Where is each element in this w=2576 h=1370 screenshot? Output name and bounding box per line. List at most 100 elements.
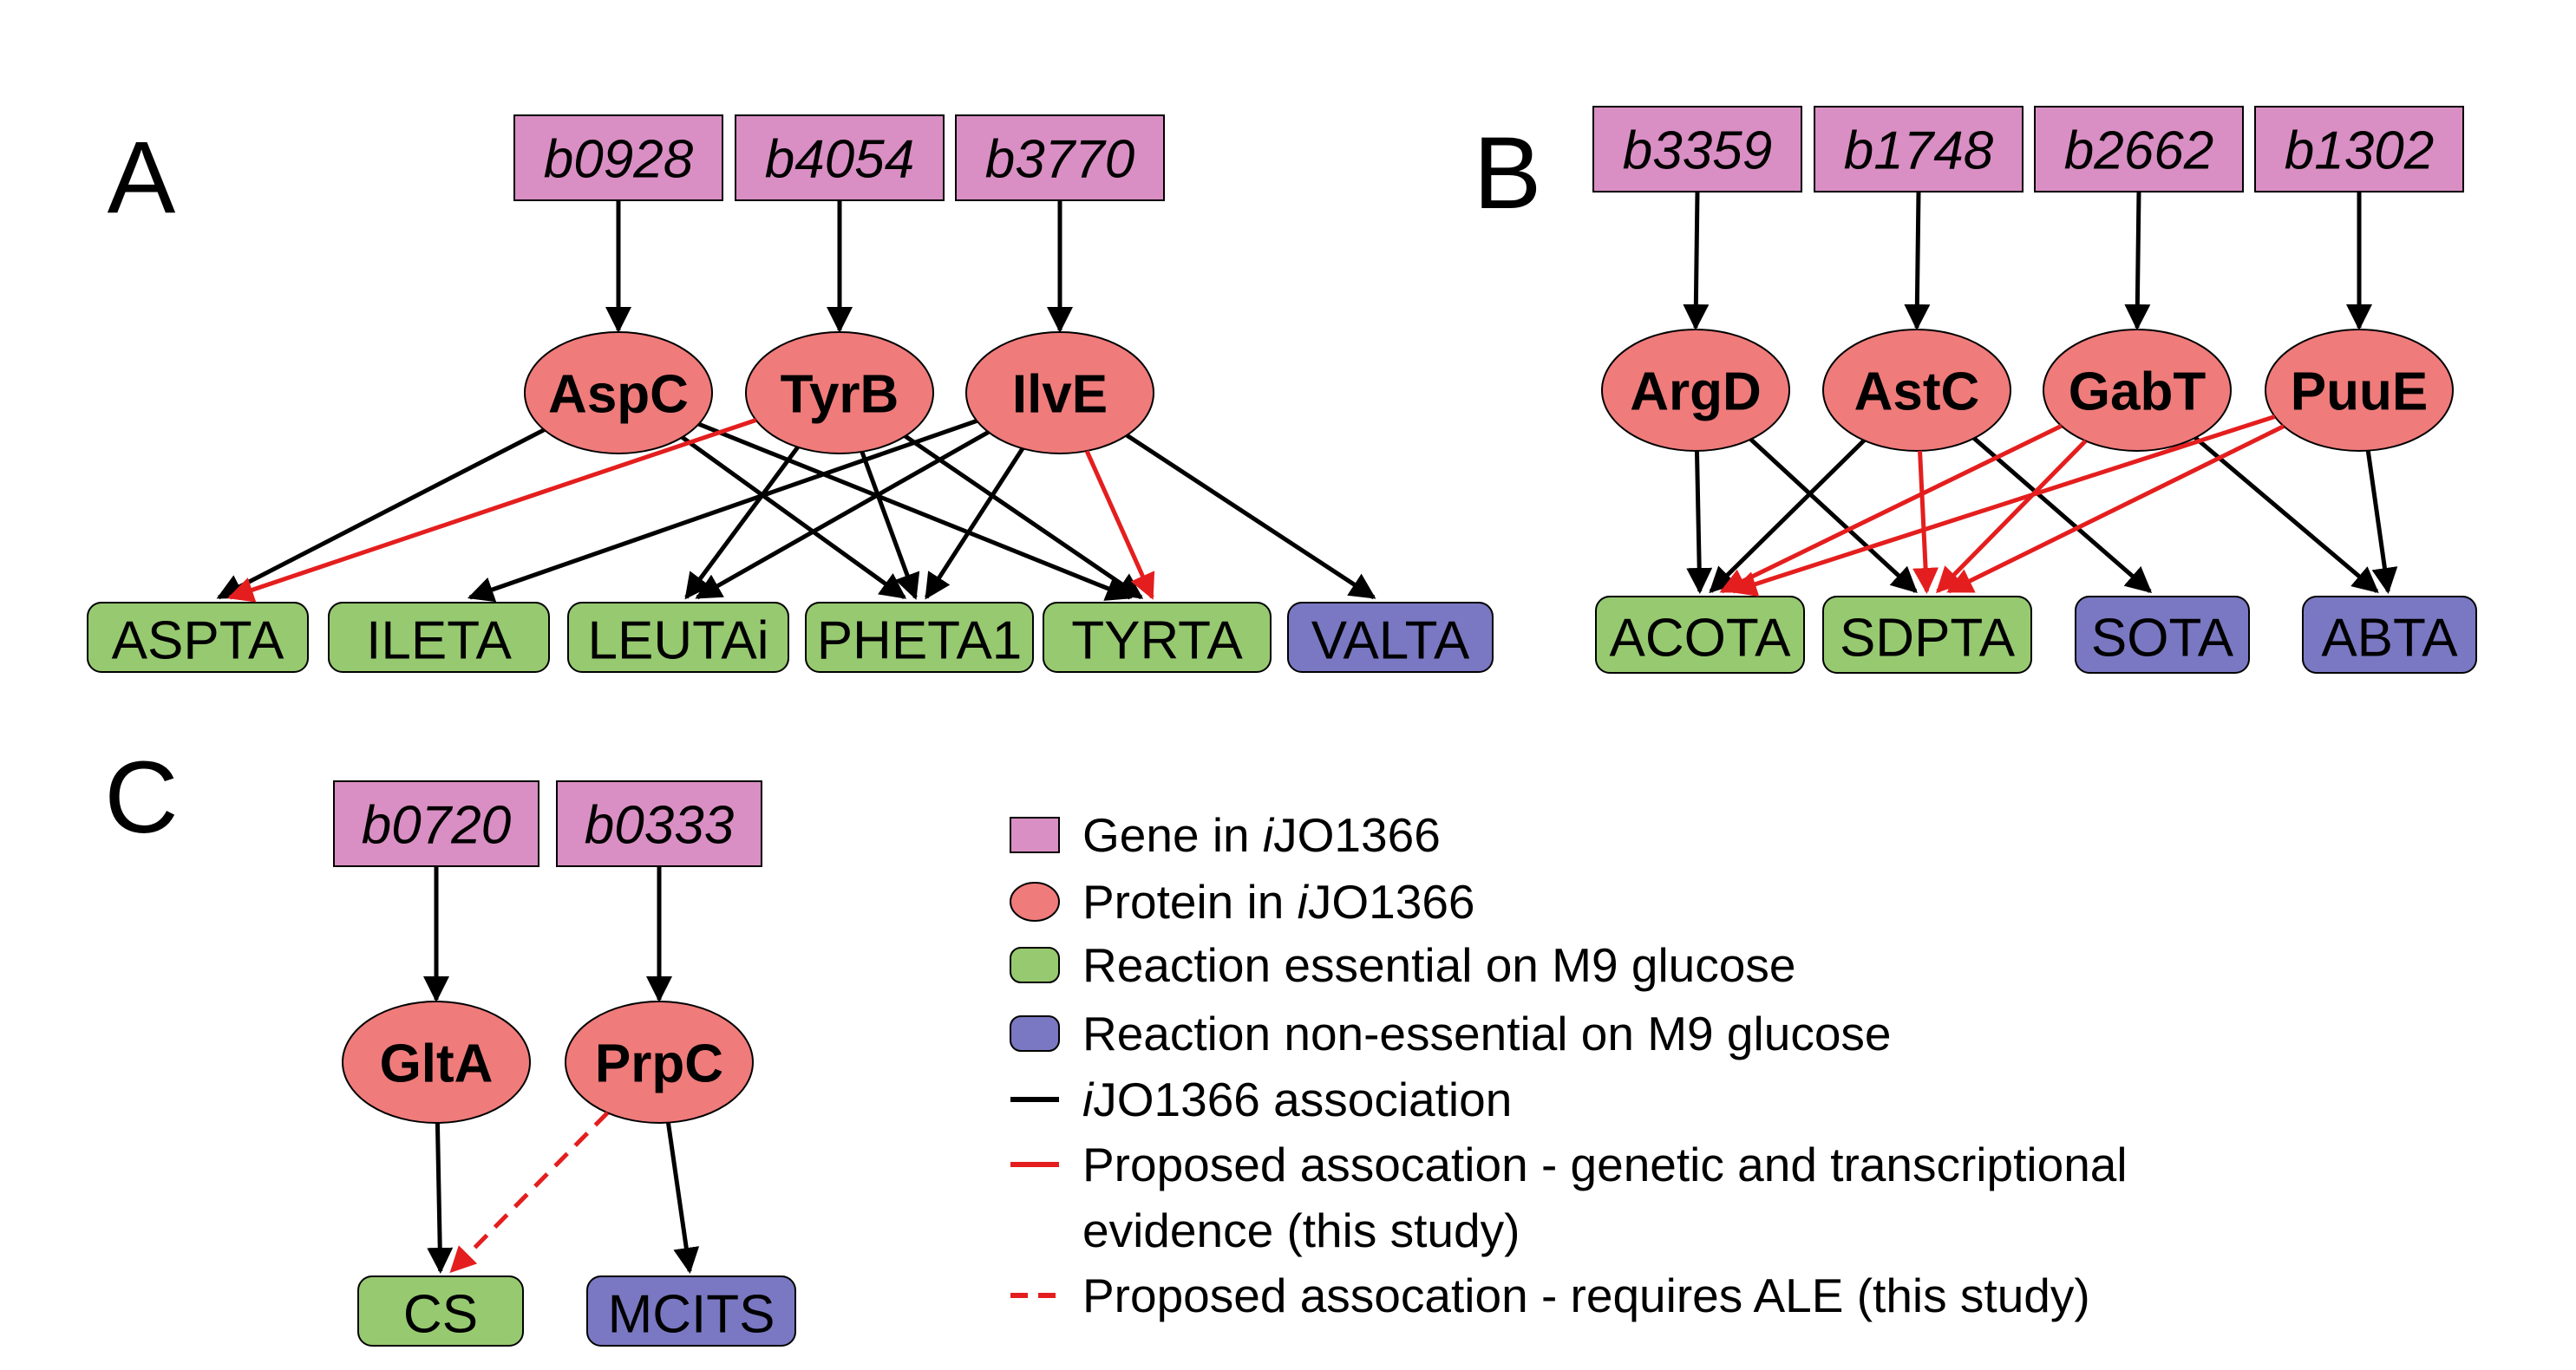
legend-label-part: i [1298,875,1310,929]
legend-label-part: JO1366 [1273,808,1441,862]
protein-reaction-edge [227,418,757,603]
panel-label: B [1474,116,1542,231]
gene-protein-edge [2124,191,2151,330]
protein-reaction-edge [681,435,907,600]
panel-label: A [108,121,176,235]
gene-label: b1302 [2285,121,2434,181]
protein-reaction-edge [684,446,800,600]
legend-essential-swatch [1010,947,1060,983]
legend-label-part: Protein in [1082,875,1298,929]
panel-label: C [104,740,178,855]
gene-box [556,780,762,867]
gene-box [333,780,539,867]
protein-reaction-edge [924,447,1025,600]
reaction-essential [1043,602,1272,673]
legend-label-part: Proposed assocation - requires ALE (this… [1082,1269,2090,1322]
reaction-label: ABTA [2321,609,2458,669]
protein-reaction-edge [449,1111,610,1274]
reaction-label: TYRTA [1071,611,1243,671]
protein-reaction-edge [1709,439,1866,594]
reaction-essential [1822,596,2032,674]
legend-label-part: i [1263,808,1275,862]
legend-label-part: JO1366 association [1093,1073,1512,1126]
gene-protein-edge [1904,191,1931,330]
protein-label: PuuE [2291,362,2428,422]
protein-reaction-edge [665,1122,700,1274]
protein-reaction-edge [695,430,990,600]
gene-label: b0333 [585,796,734,856]
reaction-essential [1595,596,1805,674]
reaction-label: ACOTA [1610,609,1792,669]
reaction-label: CS [403,1285,478,1345]
legend-label-part: JO1366 [1308,875,1475,929]
reaction-label: LEUTAi [587,611,768,671]
protein-label: ArgD [1630,362,1762,422]
legend-nonessential-swatch [1010,1015,1060,1052]
reaction-label: ASPTA [112,611,284,671]
protein-reaction-edge [860,451,920,600]
gene-box [2034,106,2244,192]
legend-label: Reaction non-essential on M9 glucose [1082,1007,1892,1060]
reaction-essential [328,602,550,673]
protein-reaction-edge [1946,424,2285,594]
protein-reaction-edge [1972,436,2153,593]
protein-label: PrpC [595,1034,723,1094]
protein-reaction-edge [467,419,978,603]
protein-label: GltA [380,1034,494,1094]
protein-label: AspC [548,365,689,425]
gene-protein-edge [1683,191,1710,330]
legend-gene-swatch [1010,817,1060,853]
protein-reaction-edge [904,434,1144,600]
legend-protein-swatch [1010,882,1060,922]
reaction-essential [357,1275,524,1347]
reaction-essential [805,602,1034,673]
legend-label-part: Proposed assocation - genetic and transc… [1082,1138,2128,1191]
protein-reaction-edge [216,427,546,600]
gene-label: b2662 [2064,121,2213,181]
gene-box [955,114,1165,201]
protein-label: GabT [2069,362,2207,422]
gene-label: b0928 [544,130,694,190]
reaction-essential [567,602,789,673]
reaction-label: SOTA [2091,609,2234,669]
protein-reaction-edge [1935,439,2088,594]
legend-label: Proposed assocation - genetic and transc… [1082,1138,2128,1191]
gene-label: b1748 [1844,121,1994,181]
gene-box [1592,106,1802,192]
protein-reaction-edge [2194,435,2379,593]
gene-label: b0720 [362,796,511,856]
protein-reaction-edge [2365,450,2398,594]
gene-box [1814,106,2024,192]
reaction-nonessential [1287,602,1494,673]
legend-label: Reaction essential on M9 glucose [1082,938,1795,992]
reaction-nonessential [586,1275,796,1347]
reaction-nonessential [2075,596,2250,674]
reaction-label: MCITS [608,1285,775,1345]
protein-reaction-edge [697,421,1133,601]
legend-label: Protein in iJO1366 [1082,875,1475,929]
protein-reaction-edge [1125,433,1376,600]
protein-reaction-edge [1912,450,1939,594]
legend-label: Proposed assocation - requires ALE (this… [1082,1269,2090,1322]
protein-reaction-edge [1084,450,1155,600]
legend-label-part: Gene in [1082,808,1263,862]
reaction-label: VALTA [1311,611,1470,671]
legend-label-part: Reaction essential on M9 glucose [1082,938,1795,992]
protein-reaction-edge [427,1122,454,1274]
protein-reaction-edge [1749,437,1918,594]
gene-box [513,114,723,201]
protein-label: AstC [1854,362,1980,422]
gene-label: b4054 [765,130,914,190]
legend-label-continued: evidence (this study) [1082,1204,1520,1257]
gene-box [735,114,945,201]
protein-label: IlvE [1012,365,1108,425]
reaction-nonessential [2302,596,2477,674]
legend-label-part: Reaction non-essential on M9 glucose [1082,1007,1892,1060]
protein-reaction-edge [1686,450,1713,594]
